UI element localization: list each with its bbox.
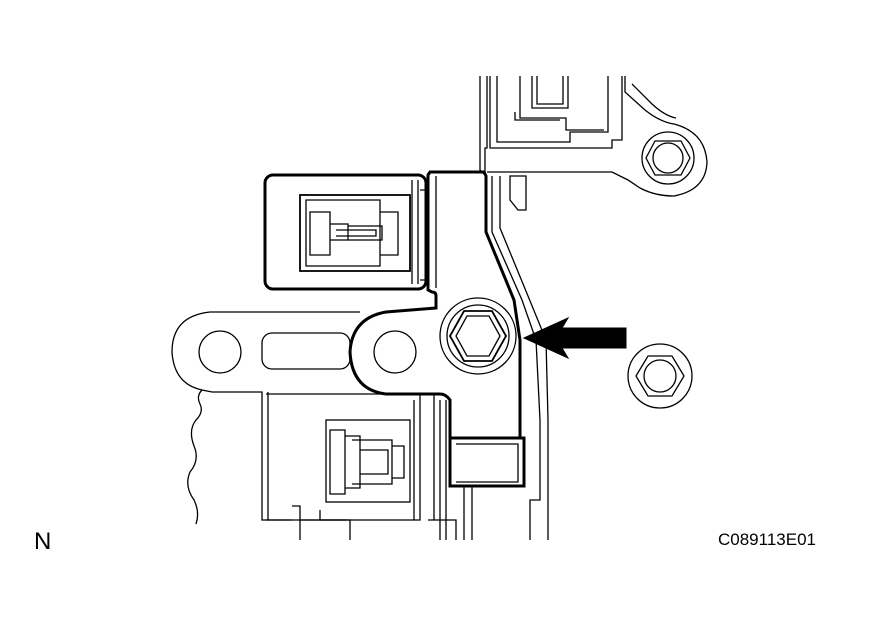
harness-clip — [428, 400, 526, 540]
figure-code-label: C089113E01 — [718, 530, 816, 549]
center-bolt — [439, 297, 517, 375]
right-frame-rails — [491, 175, 549, 540]
bolt-top-right — [641, 131, 695, 185]
upper-connector-housing — [479, 76, 623, 177]
upper-mounting-bracket — [487, 76, 708, 197]
view-letter-label: N — [34, 528, 52, 555]
harness-bracket — [348, 170, 522, 442]
lower-connector — [266, 393, 435, 540]
bolt-lower-right — [627, 343, 693, 409]
upper-left-connector — [263, 173, 429, 291]
arrow-left-icon — [522, 316, 627, 360]
left-mounting-plate — [171, 311, 417, 525]
